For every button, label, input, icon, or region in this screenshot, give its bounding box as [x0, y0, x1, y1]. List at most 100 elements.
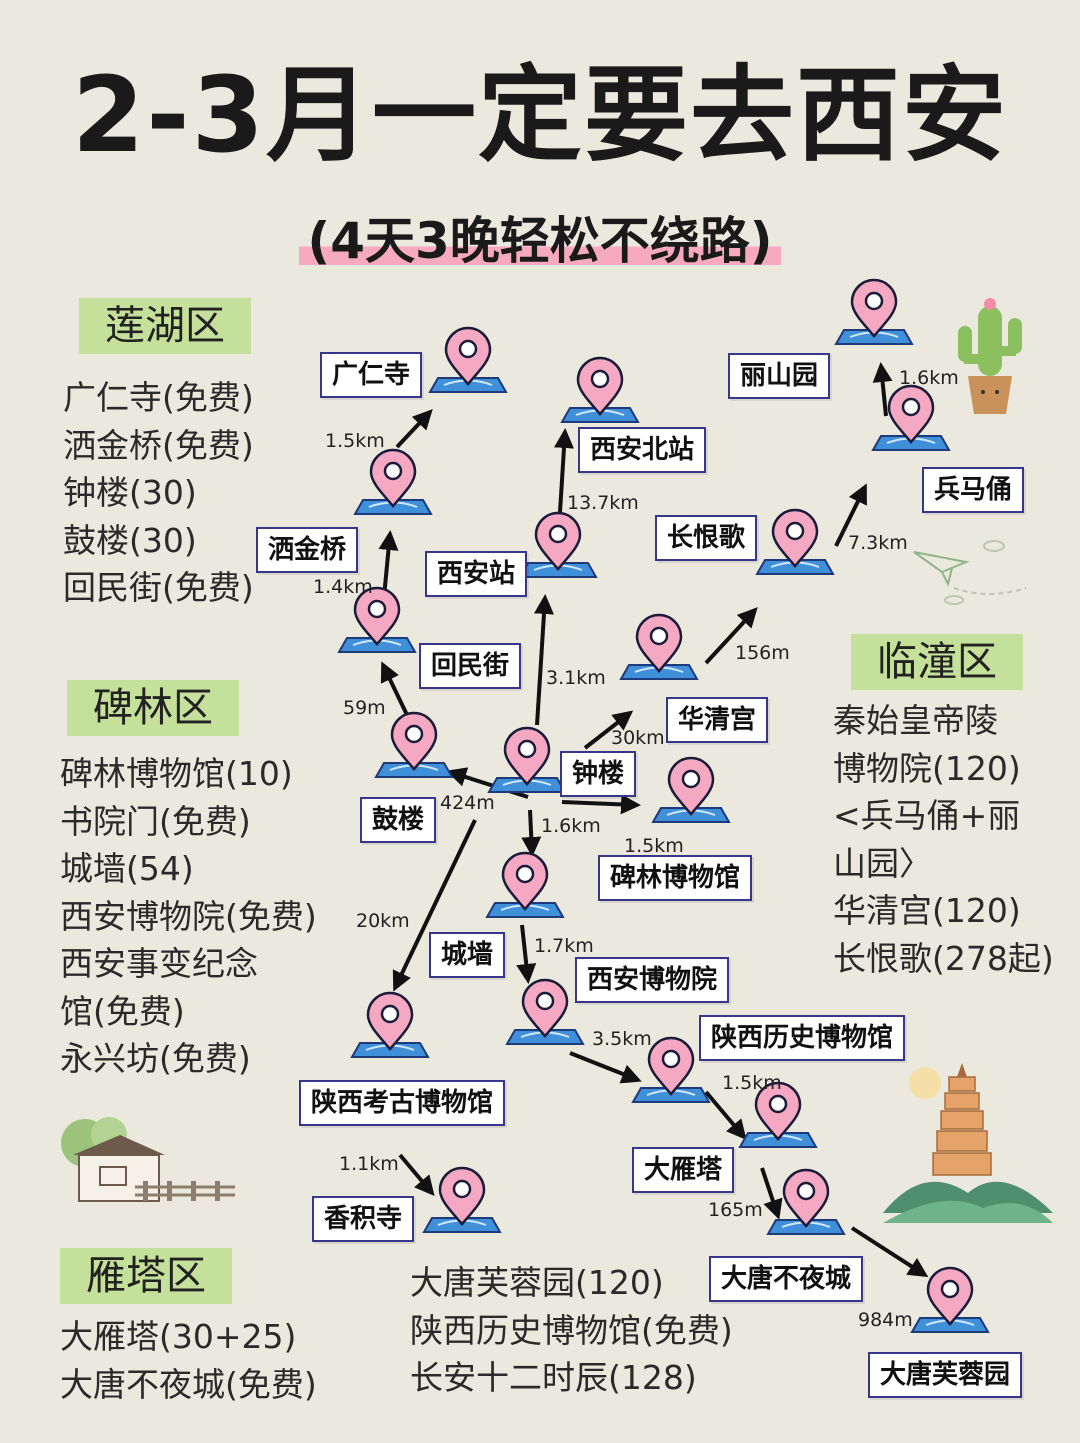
place-label-bingmayong[interactable]: 兵马俑 — [922, 467, 1025, 513]
map-pin-icon — [834, 278, 914, 345]
arrow-chengqiang-xianmuseum — [516, 924, 537, 984]
map-pin-icon — [505, 978, 585, 1045]
map-pin-icon — [485, 851, 565, 918]
distance-label: 30km — [611, 727, 665, 749]
list-item: 大唐芙蓉园(120) — [410, 1263, 664, 1302]
list-item: 长安十二时辰(128) — [410, 1358, 697, 1397]
map-pin-icon — [422, 1166, 502, 1233]
distance-label: 156m — [735, 642, 790, 664]
district-lintong-list: 秦始皇帝陵 博物院(120) <兵马俑+丽 山园〉 华清宫(120) 长恨歌(2… — [833, 697, 1054, 982]
place-label-guangrensi[interactable]: 广仁寺 — [320, 352, 423, 398]
list-item: 西安博物院(免费) — [60, 896, 317, 936]
place-label-sajinqiao[interactable]: 洒金桥 — [256, 527, 359, 573]
list-item: 书院门(免费) — [60, 801, 251, 841]
place-label-gulou[interactable]: 鼓楼 — [360, 797, 437, 843]
arrow-huaqinggong-changhenge — [704, 607, 758, 665]
list-item: 城墙(54) — [60, 849, 194, 888]
distance-label: 1.5km — [722, 1072, 782, 1094]
list-item: 博物院(120) — [833, 748, 1021, 788]
distance-label: 1.5km — [624, 835, 684, 857]
map-pin-icon — [560, 356, 640, 423]
place-label-datang-furongyuan[interactable]: 大唐芙蓉园 — [868, 1352, 1023, 1398]
arrow-zhonglou-xianzhan — [534, 594, 554, 726]
place-label-shaanxi-history[interactable]: 陕西历史博物馆 — [699, 1015, 906, 1061]
house-illustration — [61, 1117, 235, 1202]
district-yanta-list: 大雁塔(30+25) 大唐不夜城(免费) — [60, 1313, 317, 1408]
arrow-buyecheng-furongyuan — [850, 1226, 929, 1278]
arrow-zhonglou-chengqiang — [521, 809, 542, 857]
arrow-zhonglou-beilin — [561, 794, 641, 815]
district-beilin-list: 碑林博物馆(10) 书院门(免费) 城墙(54) 西安博物院(免费) 西安事变纪… — [60, 750, 317, 1083]
district-lianhu-list: 广仁寺(免费) 洒金桥(免费) 钟楼(30) 鼓楼(30) 回民街(免费) — [63, 374, 254, 612]
place-label-datang-buyecheng[interactable]: 大唐不夜城 — [709, 1256, 864, 1302]
district-lintong-heading: 临潼区 — [851, 634, 1023, 690]
map-pin-icon — [871, 384, 951, 451]
distance-label: 3.5km — [592, 1028, 652, 1050]
list-item: 山园〉 — [833, 843, 932, 883]
distance-label: 1.5km — [325, 430, 385, 452]
arrow-archaeology-xiangjisi — [398, 1153, 435, 1197]
map-pin-icon — [518, 511, 598, 578]
arrow-gulou-huiminjie — [380, 661, 410, 718]
list-item: 大雁塔(30+25) — [60, 1317, 297, 1356]
distance-label: 59m — [343, 697, 386, 719]
distance-label: 984m — [858, 1309, 913, 1331]
map-pin-icon — [487, 726, 567, 793]
district-beilin-heading: 碑林区 — [67, 680, 239, 736]
list-item: 回民街(免费) — [63, 568, 254, 607]
place-label-beilin-museum[interactable]: 碑林博物馆 — [598, 855, 753, 901]
distance-label: 1.1km — [339, 1153, 399, 1175]
place-label-shaanxi-archaeology[interactable]: 陕西考古博物馆 — [299, 1080, 506, 1126]
place-label-xianzhan[interactable]: 西安站 — [425, 551, 528, 597]
distance-label: 1.6km — [899, 367, 959, 389]
arrow-dayanta-buyecheng — [760, 1167, 783, 1220]
list-item: 西安事变纪念 — [60, 944, 258, 983]
list-item: 鼓楼(30) — [63, 520, 197, 560]
place-label-huaqinggong[interactable]: 华清宫 — [666, 697, 769, 743]
page-title: 2-3月一定要去西安 — [72, 54, 1008, 176]
map-pin-icon — [374, 711, 454, 778]
pagoda-illustration — [883, 1063, 1053, 1223]
map-pin-icon — [350, 991, 430, 1058]
place-label-xianbeizhan[interactable]: 西安北站 — [578, 427, 707, 473]
list-item: 馆(免费) — [60, 991, 185, 1031]
map-pin-icon — [631, 1036, 711, 1103]
map-pin-icon — [428, 326, 508, 393]
list-item: 碑林博物馆(10) — [60, 754, 293, 793]
district-yanta-heading: 雁塔区 — [60, 1248, 232, 1304]
map-pin-icon — [353, 448, 433, 515]
list-item: 永兴坊(免费) — [60, 1039, 251, 1078]
cactus-illustration — [958, 298, 1022, 414]
place-label-huiminjie[interactable]: 回民街 — [419, 643, 522, 689]
place-label-lishanyuan[interactable]: 丽山园 — [728, 353, 831, 399]
arrow-xianmuseum-history — [569, 1051, 642, 1084]
place-label-dayanta[interactable]: 大雁塔 — [632, 1147, 735, 1193]
list-item: <兵马俑+丽 — [833, 796, 1021, 835]
arrow-zhonglou-huaqinggong — [583, 710, 634, 750]
arrow-huiminjie-sajinqiao — [378, 530, 399, 598]
district-lianhu-heading: 莲湖区 — [79, 298, 251, 354]
map-pin-icon — [651, 756, 731, 823]
map-pin-icon — [619, 613, 699, 680]
paper-plane-illustration — [913, 540, 1027, 605]
district-yanta-extra-list: 大唐芙蓉园(120) 陕西历史博物馆(免费) 长安十二时辰(128) — [410, 1259, 733, 1402]
place-label-chengqiang[interactable]: 城墙 — [429, 932, 506, 978]
arrow-bingmayong-lishanyuan — [872, 362, 893, 417]
list-item: 华清宫(120) — [833, 891, 1021, 930]
map-pin-icon — [738, 1081, 818, 1148]
list-item: 洒金桥(免费) — [63, 425, 254, 465]
map-pin-icon — [910, 1266, 990, 1333]
place-label-zhonglou[interactable]: 钟楼 — [560, 751, 637, 797]
list-item: 钟楼(30) — [63, 473, 197, 512]
arrow-zhonglou-archaeology — [392, 819, 477, 992]
map-pin-icon — [766, 1168, 846, 1235]
place-label-xiangjisi[interactable]: 香积寺 — [312, 1196, 415, 1242]
map-pin-icon — [755, 508, 835, 575]
distance-label: 7.3km — [848, 532, 908, 554]
place-label-changhenge[interactable]: 长恨歌 — [655, 515, 758, 561]
arrow-history-dayanta — [704, 1090, 747, 1141]
distance-label: 13.7km — [567, 492, 639, 514]
list-item: 陕西历史博物馆(免费) — [410, 1310, 733, 1350]
place-label-xian-museum[interactable]: 西安博物院 — [575, 957, 730, 1003]
